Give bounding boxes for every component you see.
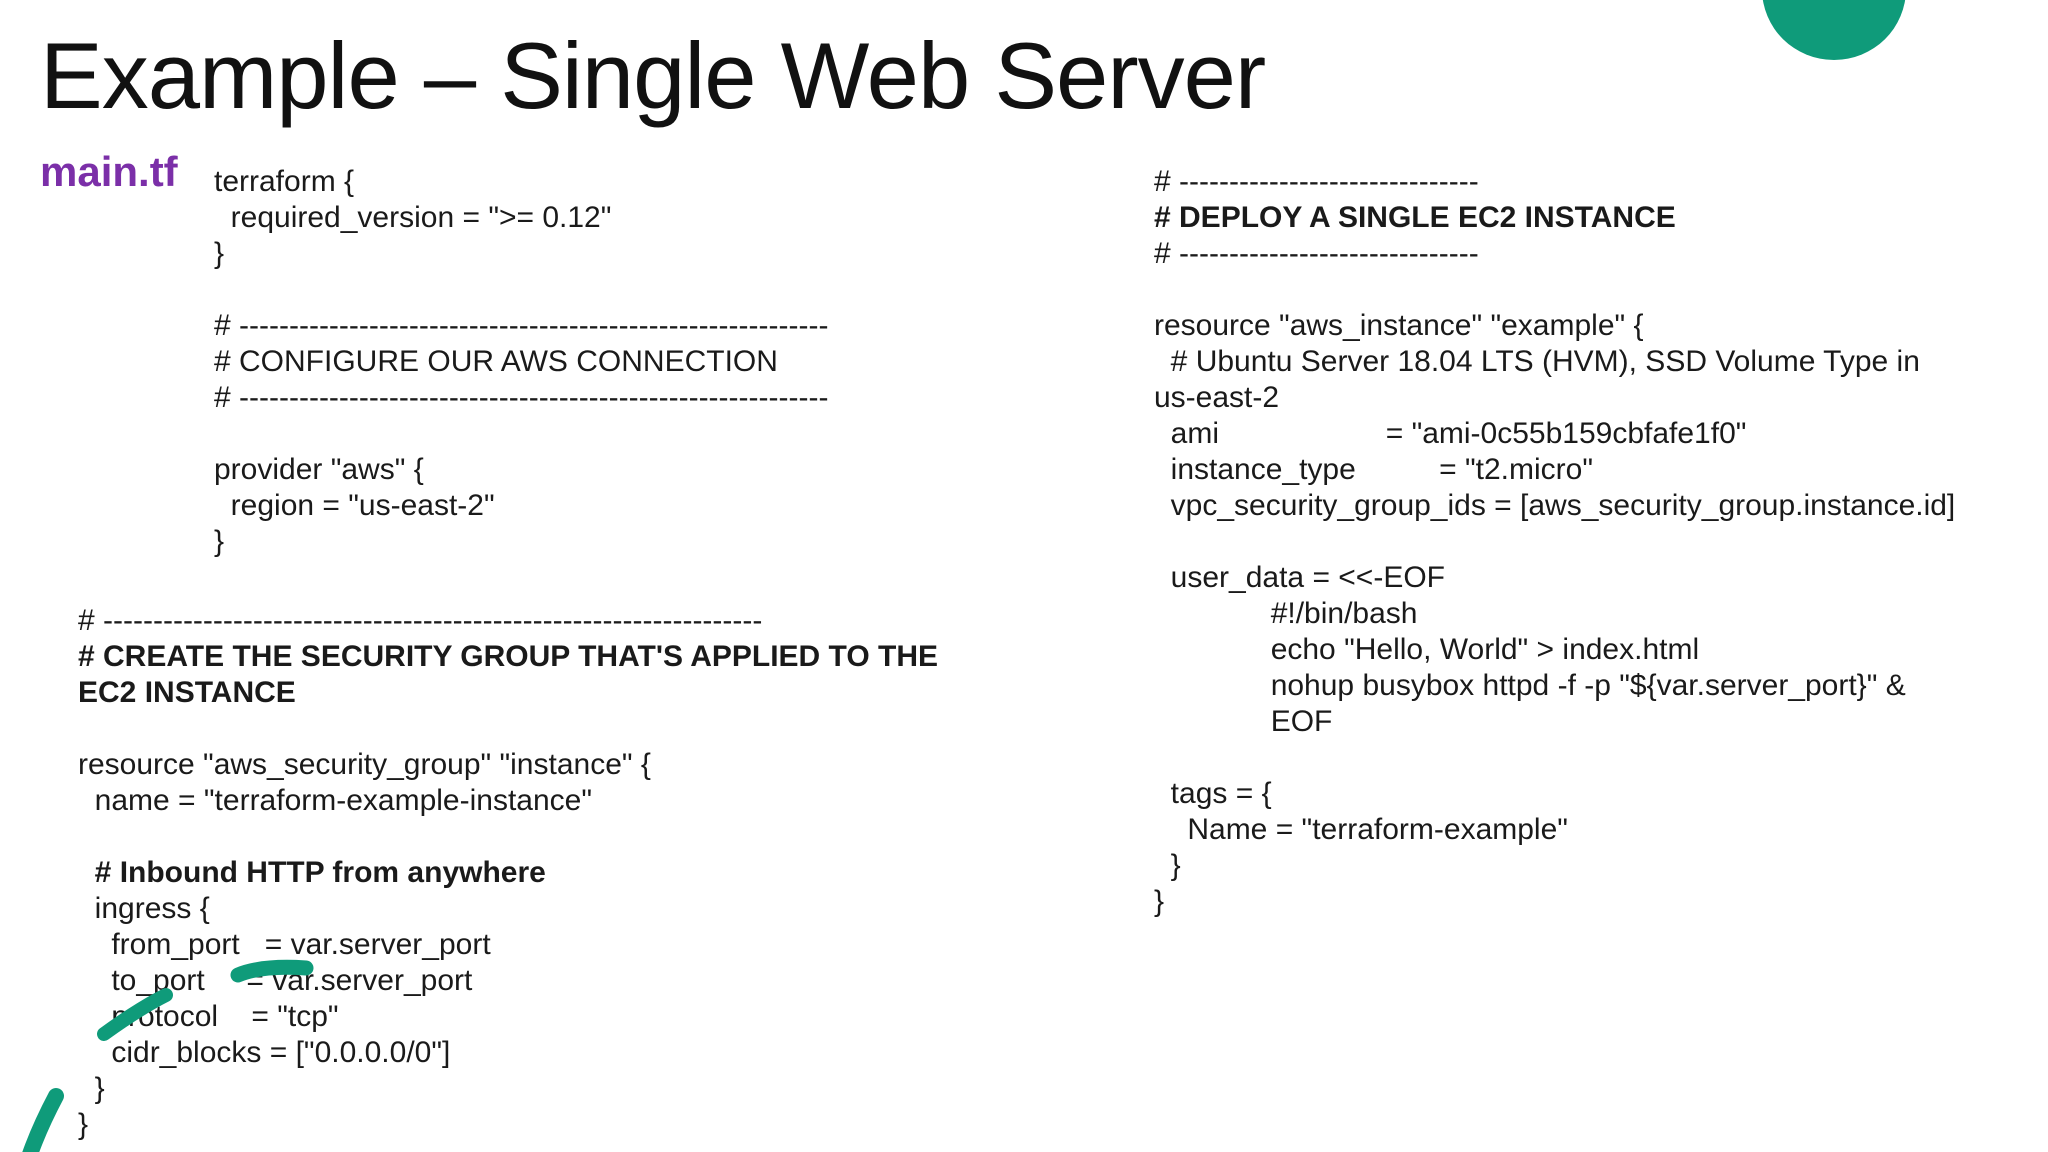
code-line: nohup busybox httpd -f -p "${var.server_… — [1154, 669, 1906, 702]
code-line: tags = { — [1154, 777, 1272, 810]
code-block-terraform-provider: terraform { required_version = ">= 0.12"… — [214, 164, 828, 560]
pen-stroke-edge — [22, 1088, 64, 1152]
code-line: echo "Hello, World" > index.html — [1154, 633, 1700, 666]
code-block-ec2-instance: # ------------------------------# DEPLOY… — [1154, 164, 1955, 920]
code-line: } — [1154, 849, 1181, 882]
code-line: ingress { — [78, 892, 210, 925]
code-line: # ------------------------------ — [1154, 237, 1479, 270]
code-line: } — [1154, 885, 1165, 918]
accent-circle-decoration — [1762, 0, 1906, 60]
code-line: resource "aws_instance" "example" { — [1154, 309, 1644, 342]
code-line: # DEPLOY A SINGLE EC2 INSTANCE — [1154, 201, 1676, 234]
code-line: # ------------------------------ — [1154, 165, 1479, 198]
code-line: vpc_security_group_ids = [aws_security_g… — [1154, 489, 1956, 522]
code-line: name = "terraform-example-instance" — [78, 784, 592, 817]
code-line — [214, 416, 828, 452]
code-line — [214, 272, 828, 308]
code-line: } — [78, 1072, 105, 1105]
code-line: required_version = ">= 0.12" — [214, 201, 612, 234]
code-line: terraform { — [214, 165, 355, 198]
code-line: # --------------------------------------… — [214, 309, 829, 342]
code-line: to_port = var.server_port — [78, 964, 473, 997]
code-block-security-group: # --------------------------------------… — [78, 603, 938, 1143]
file-name-label: main.tf — [40, 148, 178, 195]
code-line: # --------------------------------------… — [214, 381, 829, 414]
code-line: } — [214, 525, 225, 558]
code-line: region = "us-east-2" — [214, 489, 495, 522]
code-line: from_port = var.server_port — [78, 928, 491, 961]
code-line: cidr_blocks = ["0.0.0.0/0"] — [78, 1036, 451, 1069]
code-line: # CONFIGURE OUR AWS CONNECTION — [214, 345, 778, 378]
code-line: provider "aws" { — [214, 453, 424, 486]
code-line: } — [78, 1108, 89, 1141]
code-line — [1154, 272, 1955, 308]
code-line — [1154, 740, 1955, 776]
code-line: us-east-2 — [1154, 381, 1280, 414]
code-line: user_data = <<-EOF — [1154, 561, 1445, 594]
code-line — [1154, 524, 1955, 560]
code-line: instance_type = "t2.micro" — [1154, 453, 1593, 486]
code-line: Name = "terraform-example" — [1154, 813, 1568, 846]
code-line: ami = "ami-0c55b159cbfafe1f0" — [1154, 417, 1747, 450]
code-line: EC2 INSTANCE — [78, 676, 296, 709]
code-line: } — [214, 237, 225, 270]
slide-title: Example – Single Web Server — [40, 23, 1266, 128]
code-line: # CREATE THE SECURITY GROUP THAT'S APPLI… — [78, 640, 939, 673]
code-line: resource "aws_security_group" "instance"… — [78, 748, 651, 781]
code-line: protocol = "tcp" — [78, 1000, 339, 1033]
code-line — [78, 711, 938, 747]
code-line — [78, 819, 938, 855]
code-line: # --------------------------------------… — [78, 604, 763, 637]
code-line: # Inbound HTTP from anywhere — [78, 856, 546, 889]
code-line: EOF — [1154, 705, 1333, 738]
code-line: # Ubuntu Server 18.04 LTS (HVM), SSD Vol… — [1154, 345, 1920, 378]
code-line: #!/bin/bash — [1154, 597, 1418, 630]
